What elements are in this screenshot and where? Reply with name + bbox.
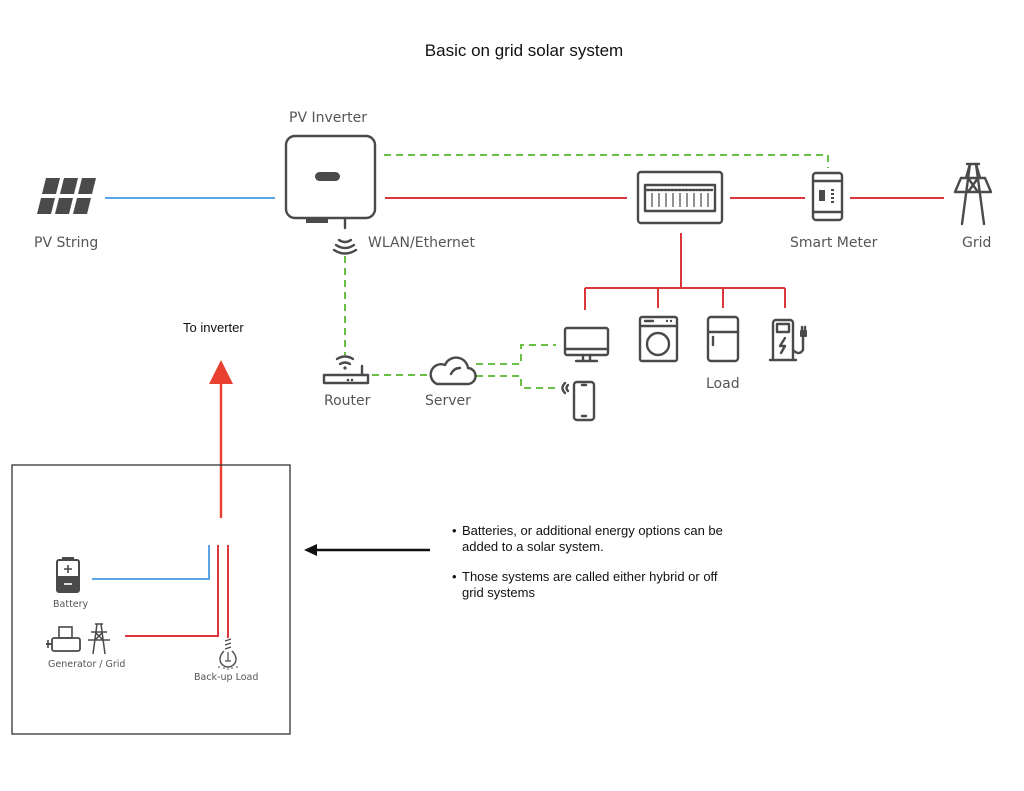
smart-meter-icon bbox=[811, 171, 844, 222]
distribution-board-icon bbox=[636, 170, 724, 225]
battery-dc-wire bbox=[92, 545, 210, 580]
note-1: • Batteries, or additional energy option… bbox=[452, 523, 723, 554]
inverter-icon bbox=[284, 134, 377, 230]
backup-load-label: Back-up Load bbox=[194, 672, 258, 683]
power-pylon-small-icon bbox=[88, 623, 110, 655]
generator-icon bbox=[46, 626, 81, 652]
power-pylon-icon bbox=[953, 162, 993, 226]
washing-machine-icon bbox=[638, 315, 679, 363]
note-line: Batteries, or additional energy options … bbox=[462, 523, 723, 538]
load-label: Load bbox=[706, 376, 740, 392]
wifi-signal-icon bbox=[332, 238, 358, 255]
grid-label: Grid bbox=[962, 235, 991, 251]
cloud-server-icon bbox=[429, 356, 477, 386]
note-line: Those systems are called either hybrid o… bbox=[462, 569, 718, 584]
router-icon bbox=[322, 355, 370, 385]
router-label: Router bbox=[324, 393, 371, 409]
pv-string-label: PV String bbox=[34, 235, 98, 251]
note-line: added to a solar system. bbox=[462, 539, 604, 554]
refrigerator-icon bbox=[706, 315, 740, 363]
note-bullet: • bbox=[452, 569, 457, 584]
solar-panel-icon bbox=[37, 178, 96, 214]
to-inverter-label: To inverter bbox=[183, 320, 244, 335]
generator-ac-wire bbox=[125, 545, 219, 637]
diagram-title: Basic on grid solar system bbox=[425, 41, 623, 60]
note-line: grid systems bbox=[462, 585, 535, 600]
data-wire-server-phone bbox=[476, 375, 558, 389]
battery-icon bbox=[56, 557, 80, 593]
smart-meter-label: Smart Meter bbox=[790, 235, 878, 251]
monitor-icon bbox=[563, 326, 610, 363]
note-2: • Those systems are called either hybrid… bbox=[452, 569, 718, 600]
server-label: Server bbox=[425, 393, 471, 409]
generator-grid-label: Generator / Grid bbox=[48, 659, 125, 670]
hybrid-system-inset bbox=[11, 464, 291, 735]
pointer-arrow-head bbox=[304, 544, 317, 556]
smartphone-icon bbox=[561, 380, 596, 422]
data-wire-server-pc bbox=[476, 344, 556, 365]
note-bullet: • bbox=[452, 523, 457, 538]
ev-charger-icon bbox=[768, 318, 807, 362]
battery-label: Battery bbox=[53, 599, 89, 610]
light-bulb-icon bbox=[218, 638, 238, 670]
data-wire-inverter-meter bbox=[384, 154, 829, 168]
pv-inverter-label: PV Inverter bbox=[289, 110, 367, 126]
wlan-ethernet-label: WLAN/Ethernet bbox=[368, 235, 476, 251]
